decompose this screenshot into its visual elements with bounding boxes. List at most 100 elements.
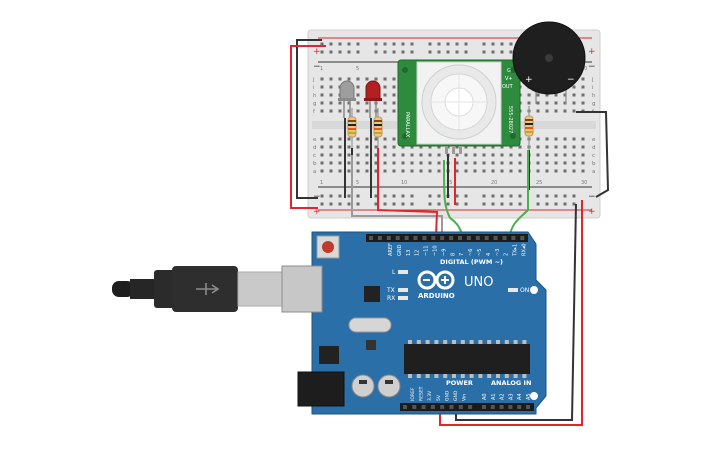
digital-pin-label: 13 xyxy=(406,250,412,256)
row-letter: a xyxy=(313,169,316,175)
row-letter: d xyxy=(313,145,317,151)
pir-part-number: 555-28027 xyxy=(507,106,513,133)
row-letter: a xyxy=(592,169,595,175)
resistor-1[interactable] xyxy=(347,108,357,148)
digital-pin-label: GND xyxy=(397,244,403,256)
row-letter: h xyxy=(313,93,317,99)
rail-plus-label-right: + xyxy=(588,47,596,57)
arduino-brand: ARDUINO xyxy=(418,292,455,300)
digital-pin-label: ~5 xyxy=(477,249,483,256)
rail-minus-label: − xyxy=(313,62,321,72)
row-letter: b xyxy=(313,161,317,167)
digital-pin-label: 2 xyxy=(504,253,510,256)
buzzer-minus: − xyxy=(567,75,575,85)
digital-pin-label: 12 xyxy=(415,250,421,256)
digital-pin-label: AREF xyxy=(388,243,394,256)
row-letter: h xyxy=(592,93,596,99)
buzzer-plus: + xyxy=(525,75,533,85)
resistor-2[interactable] xyxy=(373,108,383,148)
column-label: 15 xyxy=(446,180,452,186)
pir-pin-g: G xyxy=(507,68,511,74)
rail-minus-label-bottom-right: − xyxy=(588,192,596,202)
column-label: 5 xyxy=(356,180,359,186)
analog-pin-label: A4 xyxy=(517,393,523,400)
atmega-pins xyxy=(408,340,527,378)
digital-pin-label: RX◂0 xyxy=(522,243,528,256)
digital-pin-label: 4 xyxy=(486,253,492,256)
digital-header xyxy=(366,234,528,242)
pir-sensor[interactable]: PARALLAX 555-28027 G V+ OUT xyxy=(397,59,521,154)
power-pin-label: Vin xyxy=(462,394,468,401)
led-gray[interactable] xyxy=(338,80,356,118)
row-letter: j xyxy=(312,77,315,83)
pir-pin-v: V+ xyxy=(505,76,513,82)
digital-pin-label: TX▸1 xyxy=(513,244,519,257)
usb-cable xyxy=(112,266,321,312)
analog-pin-label: A5 xyxy=(526,393,532,400)
digital-pin-label: 8 xyxy=(450,253,456,256)
rail-plus-label-bottom: + xyxy=(313,207,321,217)
pir-side-label: PARALLAX xyxy=(404,112,410,138)
power-pin-label: 5V xyxy=(436,394,442,401)
digital-pin-label: ~6 xyxy=(468,249,474,256)
row-letter: b xyxy=(592,161,596,167)
tx-label: TX xyxy=(386,287,395,294)
digital-pin-label: ~10 xyxy=(433,245,439,256)
analog-header xyxy=(478,403,534,411)
power-pin-label: RESET xyxy=(419,386,425,401)
power-header-label: POWER xyxy=(446,379,473,387)
digital-pin-label: ~11 xyxy=(424,245,430,256)
row-letter: j xyxy=(591,77,594,83)
digital-header-label: DIGITAL (PWM ~) xyxy=(440,258,503,266)
row-letter: f xyxy=(313,109,316,115)
analog-pin-label: A1 xyxy=(491,393,497,400)
column-label: 25 xyxy=(536,180,542,186)
piezo-buzzer[interactable]: + − xyxy=(512,21,586,104)
column-label: 30 xyxy=(581,180,587,186)
digital-pin-label: ~9 xyxy=(441,249,447,256)
power-pin-label: GND xyxy=(453,390,459,401)
arduino-model: UNO xyxy=(464,275,493,290)
column-label: 5 xyxy=(356,66,359,72)
rail-plus-label: + xyxy=(313,47,321,57)
row-letter: i xyxy=(592,85,594,91)
analog-pin-label: A0 xyxy=(482,393,488,400)
row-letter: c xyxy=(313,153,316,159)
rail-minus-label-right: − xyxy=(588,62,596,72)
row-letter: e xyxy=(313,137,317,143)
power-pin-label: IOREF xyxy=(410,387,416,401)
column-label: 20 xyxy=(491,180,497,186)
reset-button[interactable] xyxy=(322,241,334,253)
on-label: ON xyxy=(520,287,529,294)
power-header xyxy=(400,403,478,411)
analog-header-label: ANALOG IN xyxy=(491,379,531,387)
column-label: 1 xyxy=(320,180,323,186)
arduino-uno[interactable]: L TX RX ON ARDUINO UNO DIGITAL (PWM ~) P… xyxy=(281,231,547,415)
analog-pin-label: A3 xyxy=(508,393,514,400)
row-letter: i xyxy=(313,85,315,91)
column-label: 10 xyxy=(401,180,407,186)
rail-plus-label-bottom-right: + xyxy=(588,207,596,217)
l-led-label: L xyxy=(392,269,396,276)
led-red[interactable] xyxy=(364,80,382,118)
power-pin-label: GND xyxy=(444,390,450,401)
digital-pin-label: ~3 xyxy=(495,249,501,256)
rx-label: RX xyxy=(387,295,395,302)
row-letter: d xyxy=(592,145,596,151)
analog-pin-label: A2 xyxy=(500,393,506,400)
usb-icon xyxy=(196,283,220,295)
row-letter: c xyxy=(592,153,595,159)
resistor-3[interactable] xyxy=(524,106,534,150)
column-label: 1 xyxy=(320,66,323,72)
pir-pin-out: OUT xyxy=(502,84,514,90)
row-letter: g xyxy=(313,101,317,107)
arduino-logo-icon xyxy=(417,270,455,290)
row-letter: g xyxy=(592,101,596,107)
power-pin-label: 3.3V xyxy=(427,390,433,401)
